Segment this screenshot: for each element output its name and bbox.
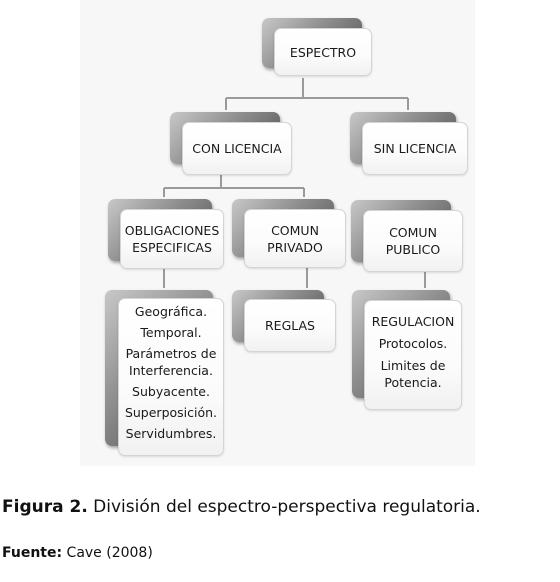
source-label: Fuente: [2,545,63,561]
figure-caption: Figura 2. División del espectro-perspect… [2,497,481,517]
comun-privado-line-2: PRIVADO [267,239,323,255]
regulacion-line-1: REGULACION [371,314,455,329]
espectro-label: ESPECTRO [289,44,357,60]
connector-lines [163,78,426,288]
comun-publico-node: COMUN PUBLICO [351,200,463,272]
detail-servidumbres: Servidumbres. [125,426,217,441]
sin-licencia-label: SIN LICENCIA [373,141,457,156]
sin-licencia-node: SIN LICENCIA [350,112,468,175]
comun-privado-node: COMUN PRIVADO [232,199,346,268]
figure-source: Fuente: Cave (2008) [2,545,153,561]
regulacion-node: REGULACION Protocolos. Limites de Potenc… [352,290,462,410]
detail-superposicion: Superposición. [124,405,218,420]
detail-temporal: Temporal. [140,325,202,340]
spectrum-diagram: ESPECTRO CON LICENCIA SIN LICENCIA OBLIG… [80,0,475,466]
detail-geografica: Geográfica. [134,304,208,319]
regulacion-line-4: Potencia. [384,375,442,390]
obligaciones-line-2: ESPECIFICAS [132,240,212,255]
espectro-node: ESPECTRO [262,18,374,78]
obligaciones-detail-node: Geográfica. Temporal. Parámetros de Inte… [105,290,225,458]
reglas-node: REGLAS [232,290,336,352]
detail-interferencia: Interferencia. [129,363,213,378]
comun-privado-line-1: COMUN [271,222,319,238]
con-licencia-node: CON LICENCIA [170,112,292,175]
reglas-label: REGLAS [264,318,315,333]
regulacion-line-2: Protocolos. [378,336,448,351]
comun-publico-line-2: PUBLICO [385,242,441,257]
con-licencia-label: CON LICENCIA [192,141,282,156]
detail-subyacente: Subyacente. [132,384,210,399]
caption-label: Figura 2. [2,497,88,517]
detail-parametros: Parámetros de [125,346,217,361]
caption-text: División del espectro-perspectiva regula… [87,497,481,517]
obligaciones-line-1: OBLIGACIONES [124,223,220,238]
regulacion-line-3: Limites de [380,358,446,373]
source-text: Cave (2008) [62,545,153,561]
obligaciones-especificas-node: OBLIGACIONES ESPECIFICAS [108,199,224,271]
comun-publico-line-1: COMUN [389,225,437,240]
